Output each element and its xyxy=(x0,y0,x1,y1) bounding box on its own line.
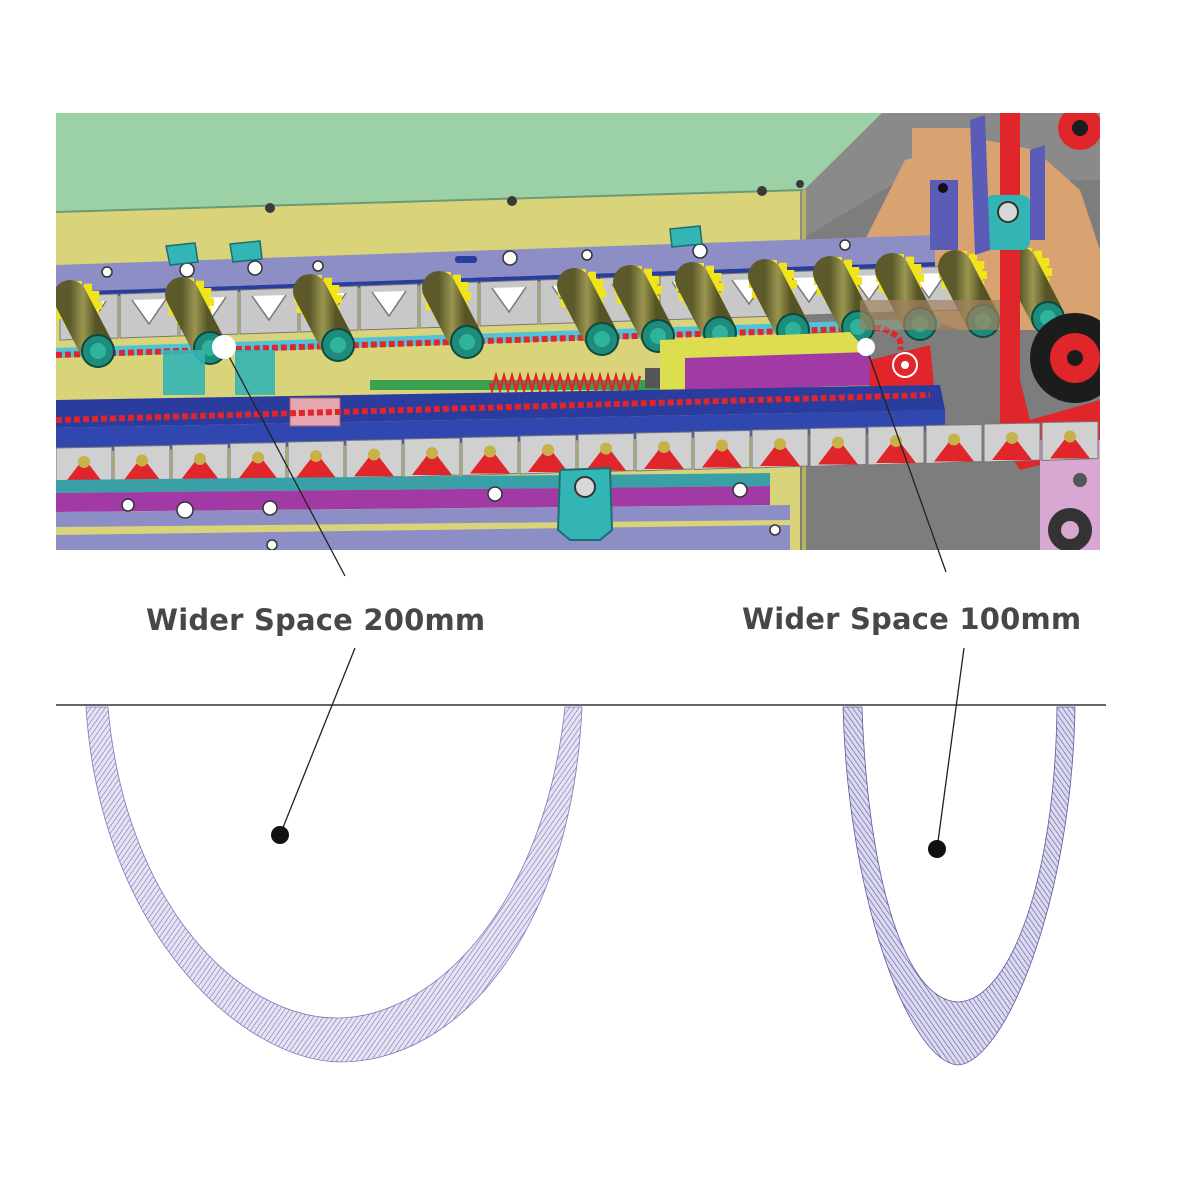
lower-teal-bracket xyxy=(556,466,614,541)
marker-100-machine xyxy=(857,338,875,356)
middle-chain xyxy=(56,392,931,423)
tension-spring-assembly xyxy=(370,332,935,395)
machine-cad-view xyxy=(56,113,1100,550)
callout-label-100mm: Wider Space 100mm xyxy=(742,602,1082,636)
leader-100-bottom xyxy=(936,647,965,850)
loop-200mm xyxy=(85,706,583,1063)
callout-leaders xyxy=(223,346,965,850)
leader-200-top xyxy=(223,346,346,577)
top-green-panel xyxy=(56,113,882,212)
upper-rail-lavender xyxy=(56,235,935,292)
callout-label-200mm: Wider Space 200mm xyxy=(146,603,486,637)
marker-100-loop xyxy=(928,840,946,858)
lower-sawtooth-guide xyxy=(56,420,1099,487)
teal-clamps xyxy=(165,225,703,266)
marker-200-loop xyxy=(271,826,289,844)
callout-markers xyxy=(212,335,946,858)
leader-200-bottom xyxy=(279,647,356,836)
leader-100-top xyxy=(865,346,947,573)
loop-100mm xyxy=(842,706,1076,1066)
marker-200-machine xyxy=(212,335,236,359)
panel-screws xyxy=(265,180,804,213)
